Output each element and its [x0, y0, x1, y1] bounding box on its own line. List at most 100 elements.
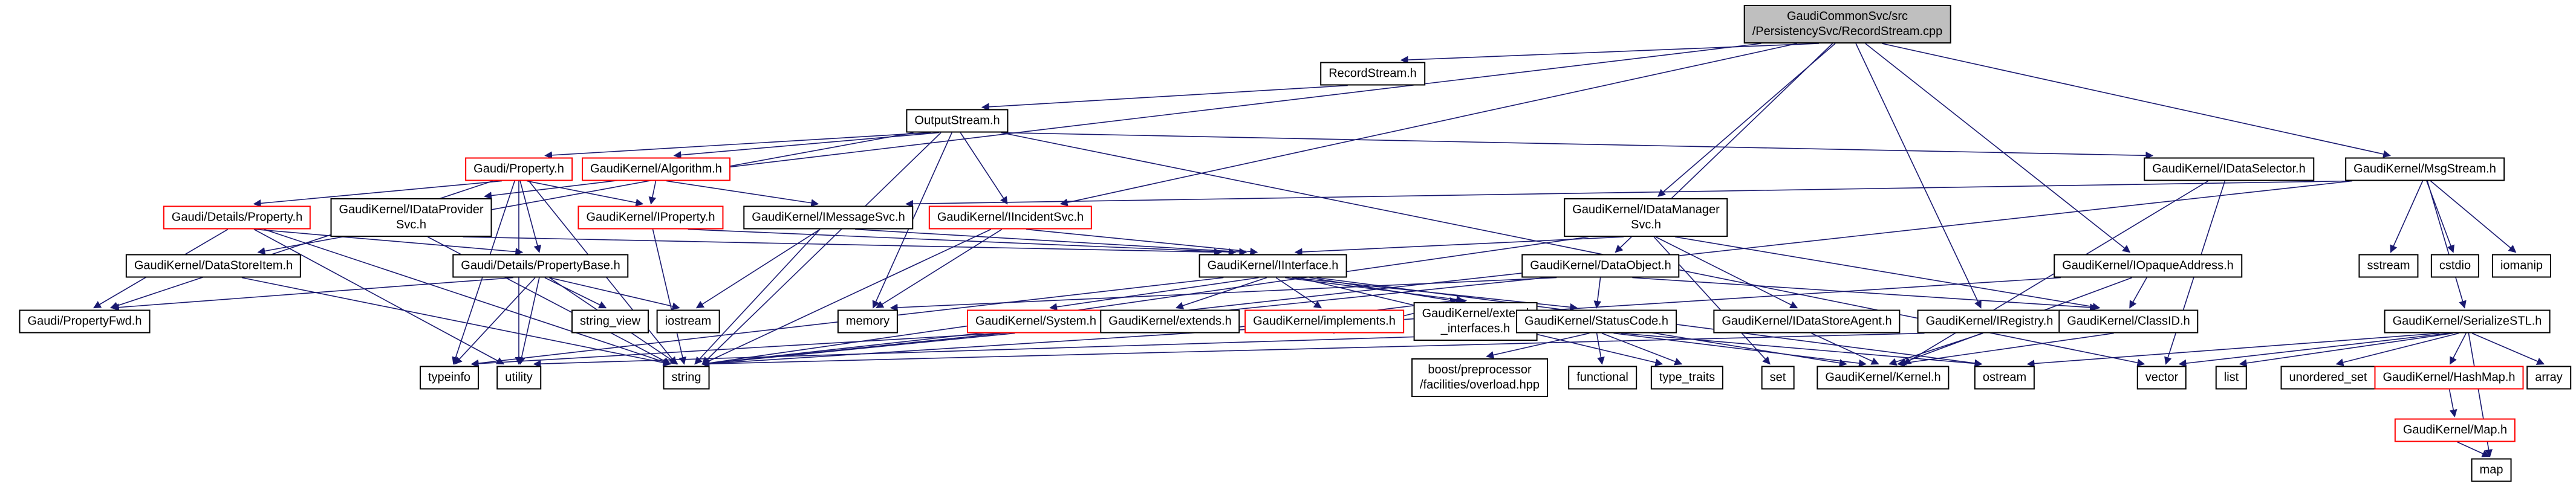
edge-propertybase_h-to-iostream	[549, 277, 680, 311]
edge-idatastoreagent_h-to-kernel_h	[1811, 332, 1879, 365]
graph-node-utility: utility	[496, 366, 541, 390]
graph-node-idatamanagersvc_h[interactable]: GaudiKernel/IDataManager Svc.h	[1564, 198, 1728, 237]
edge-statuscode_h-to-utility	[533, 332, 1532, 368]
graph-node-classid_h[interactable]: GaudiKernel/ClassID.h	[2058, 309, 2199, 334]
graph-node-extends_h[interactable]: GaudiKernel/extends.h	[1100, 309, 1240, 334]
graph-node-iproperty_h[interactable]: GaudiKernel/IProperty.h	[577, 205, 724, 230]
edge-outputstream_h-to-iincidentsvc_h	[960, 132, 1008, 205]
edge-dataobject_h-to-memory	[890, 277, 1557, 312]
graph-node-unordered_set: unordered_set	[2280, 366, 2376, 390]
graph-node-details_property_h[interactable]: Gaudi/Details/Property.h	[163, 205, 311, 230]
edge-root-to-msgstream_h	[1882, 43, 2391, 158]
edge-msgstream_h-to-imessagesvc_h	[905, 180, 2353, 208]
edge-serializestl_h-to-vector	[2178, 332, 2449, 367]
graph-node-ostream: ostream	[1974, 366, 2035, 390]
edge-statuscode_h-to-boost_overload	[1486, 332, 1590, 359]
edge-classid_h-to-kernel_h	[1897, 332, 2114, 367]
edge-dataobject_h-to-classid_h	[1632, 277, 2098, 312]
edge-iincidentsvc_h-to-iinterface_h	[1026, 228, 1258, 256]
graph-node-msgstream_h[interactable]: GaudiKernel/MsgStream.h	[2345, 157, 2505, 181]
graph-node-idataselector_h[interactable]: GaudiKernel/IDataSelector.h	[2144, 157, 2314, 181]
graph-node-outputstream_h[interactable]: OutputStream.h	[906, 109, 1009, 133]
edge-propertybase_h-to-utility	[518, 277, 540, 365]
graph-node-string_view: string_view	[571, 309, 649, 334]
edge-root-to-recordstream_h	[1400, 43, 1819, 64]
graph-node-list: list	[2215, 366, 2248, 390]
edge-msgstream_h-to-cstdio	[2426, 181, 2454, 253]
graph-node-algorithm_h[interactable]: GaudiKernel/Algorithm.h	[582, 157, 730, 181]
graph-node-iregistry_h[interactable]: GaudiKernel/IRegistry.h	[1917, 309, 2062, 334]
graph-node-idatastoreagent_h[interactable]: GaudiKernel/IDataStoreAgent.h	[1713, 309, 1901, 334]
graph-node-iinterface_h[interactable]: GaudiKernel/IInterface.h	[1199, 254, 1347, 278]
edge-serializestl_h-to-list	[2239, 332, 2453, 367]
edge-iproperty_h-to-iinterface_h	[688, 228, 1237, 256]
edge-algorithm_h-to-iproperty_h	[648, 181, 657, 205]
graph-node-statuscode_h[interactable]: GaudiKernel/StatusCode.h	[1516, 309, 1677, 334]
edge-idataprovidersvc_h-to-iinterface_h	[463, 236, 1222, 256]
graph-node-string: string	[663, 366, 710, 390]
edge-iregistry_h-to-kernel_h	[1888, 332, 1983, 366]
graph-node-dataobject_h[interactable]: GaudiKernel/DataObject.h	[1521, 254, 1680, 278]
graph-node-iostream: iostream	[656, 309, 720, 334]
edge-root-to-iregistry_h	[1855, 43, 1982, 309]
graph-node-imessagesvc_h[interactable]: GaudiKernel/IMessageSvc.h	[743, 205, 914, 230]
edge-outputstream_h-to-idataselector_h	[1001, 132, 2154, 160]
edge-property_h-to-propertybase_h	[519, 181, 542, 253]
graph-node-idataprovidersvc_h[interactable]: GaudiKernel/IDataProvider Svc.h	[330, 198, 492, 237]
graph-node-kernel_h[interactable]: GaudiKernel/Kernel.h	[1817, 366, 1950, 390]
graph-node-typeinfo: typeinfo	[419, 366, 480, 390]
edge-msgstream_h-to-serializestl_h	[2427, 181, 2467, 309]
edge-system_h-to-string	[701, 332, 1015, 367]
graph-node-hashmap_h[interactable]: GaudiKernel/HashMap.h	[2374, 366, 2524, 390]
edge-dataobject_h-to-statuscode_h	[1593, 277, 1602, 309]
graph-node-system_h[interactable]: GaudiKernel/System.h	[966, 309, 1105, 334]
graph-node-root: GaudiCommonSvc/src /PersistencySvc/Recor…	[1743, 5, 1951, 44]
edge-outputstream_h-to-string	[701, 132, 942, 365]
edge-iinterface_h-to-implements_h	[1275, 277, 1322, 309]
edge-algorithm_h-to-imessagesvc_h	[666, 180, 819, 207]
graph-node-array: array	[2526, 366, 2571, 390]
edge-root-to-iincidentsvc_h	[1059, 43, 1798, 207]
edge-serializestl_h-to-array	[2471, 332, 2545, 365]
graph-node-map: map	[2471, 458, 2512, 482]
edge-propertybase_h-to-typeinfo	[454, 277, 536, 365]
graph-node-propertyfwd_h[interactable]: Gaudi/PropertyFwd.h	[19, 309, 151, 334]
graph-node-datastoreitem_h[interactable]: GaudiKernel/DataStoreItem.h	[125, 254, 302, 278]
graph-node-serializestl_h[interactable]: GaudiKernel/SerializeSTL.h	[2384, 309, 2551, 334]
edge-idatamanagersvc_h-to-string	[701, 236, 1589, 367]
graph-node-recordstream_h[interactable]: RecordStream.h	[1320, 62, 1425, 86]
edge-outputstream_h-to-property_h	[544, 132, 931, 160]
edge-msgstream_h-to-iomanip	[2430, 180, 2517, 253]
graph-node-set: set	[1761, 366, 1795, 390]
graph-node-map_h[interactable]: GaudiKernel/Map.h	[2394, 418, 2516, 442]
graph-node-functional: functional	[1568, 366, 1637, 390]
edge-system_h-to-typeinfo	[470, 332, 1001, 368]
edge-propertybase_h-to-string_view	[544, 277, 607, 309]
edge-iincidentsvc_h-to-memory	[876, 228, 1003, 309]
graph-node-cstdio: cstdio	[2430, 254, 2480, 278]
graph-node-implements_h[interactable]: GaudiKernel/implements.h	[1244, 309, 1404, 334]
graph-node-iincidentsvc_h[interactable]: GaudiKernel/IIncidentSvc.h	[928, 205, 1093, 230]
edge-property_h-to-details_property_h	[253, 180, 503, 207]
graph-node-boost_overload: boost/preprocessor /facilities/overload.…	[1411, 358, 1548, 397]
edge-map_h-to-map	[2457, 441, 2490, 457]
edge-iopaqueaddress_h-to-classid_h	[2129, 277, 2147, 309]
edge-serializestl_h-to-unordered_set	[2335, 332, 2459, 366]
graph-node-propertybase_h[interactable]: Gaudi/Details/PropertyBase.h	[452, 254, 629, 278]
edge-serializestl_h-to-hashmap_h	[2450, 333, 2467, 365]
graph-node-property_h[interactable]: Gaudi/Property.h	[465, 157, 573, 181]
edge-statuscode_h-to-ostream	[1621, 332, 1983, 367]
graph-node-iopaqueaddress_h[interactable]: GaudiKernel/IOpaqueAddress.h	[2054, 254, 2242, 278]
edge-statuscode_h-to-type_traits	[1601, 332, 1683, 366]
edge-details_property_h-to-utility	[253, 228, 505, 365]
edge-iproperty_h-to-string	[652, 229, 687, 365]
edge-iinterface_h-to-system_h	[1049, 277, 1259, 311]
edge-iincidentsvc_h-to-string	[701, 228, 992, 365]
graph-node-sstream: sstream	[2358, 254, 2419, 278]
edge-statuscode_h-to-functional	[1596, 333, 1605, 365]
edge-propertybase_h-to-propertyfwd_h	[111, 277, 513, 312]
edge-serializestl_h-to-ostream	[2026, 332, 2440, 368]
edge-iregistry_h-to-string	[701, 332, 1925, 368]
edge-details_property_h-to-string	[264, 228, 671, 366]
